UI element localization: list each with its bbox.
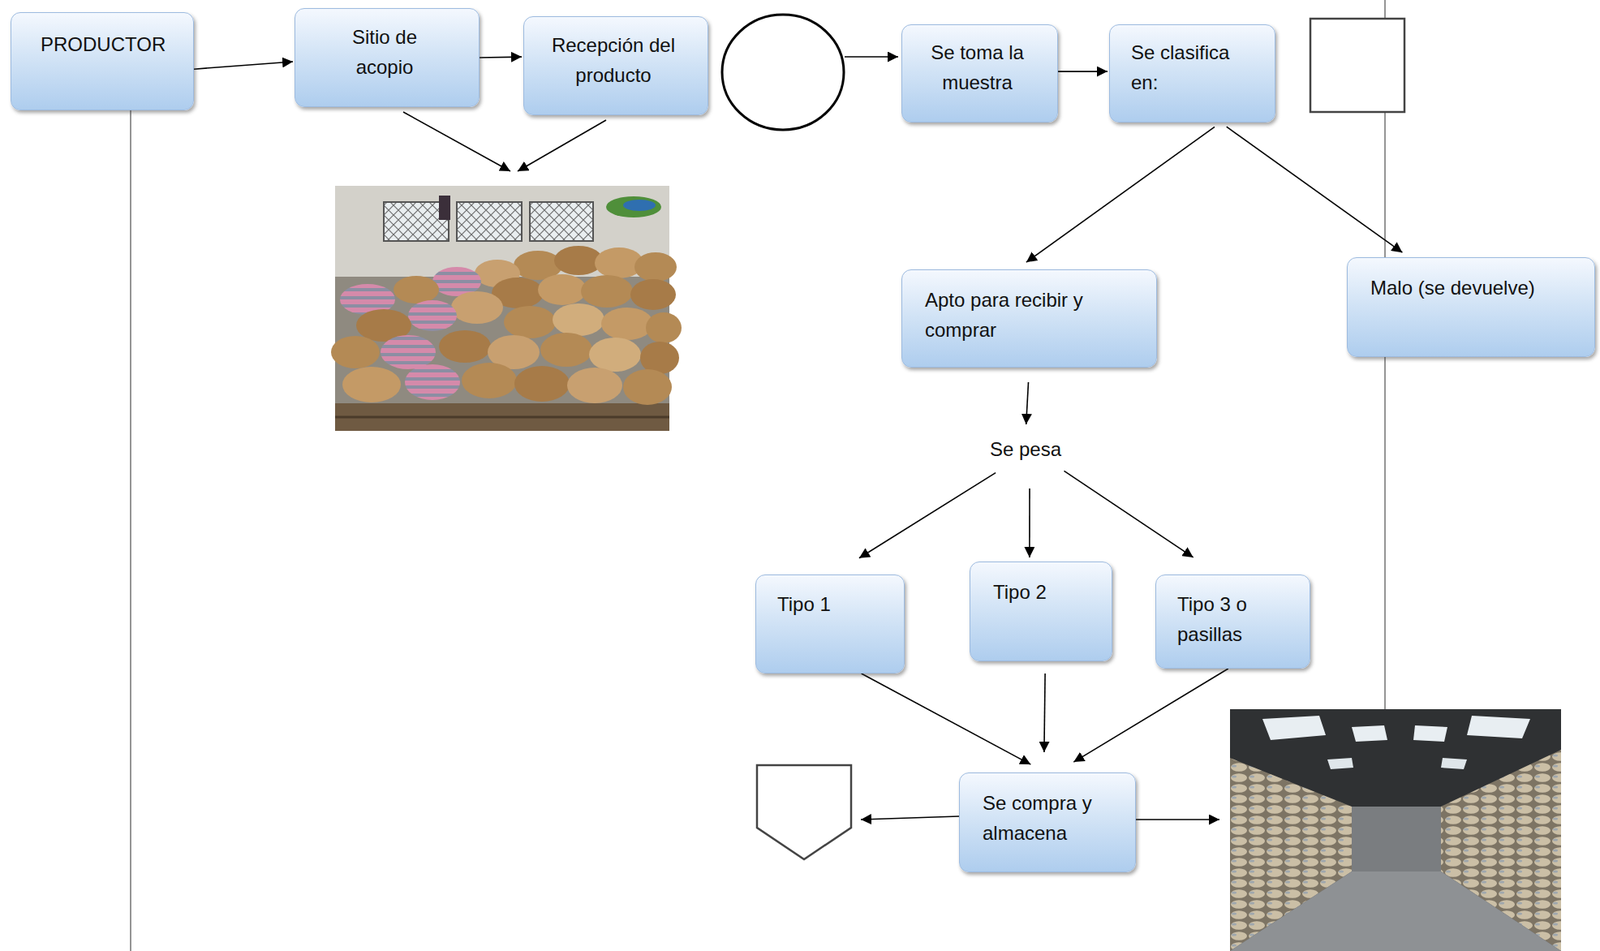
connector-arrow xyxy=(193,61,293,69)
connector-arrow xyxy=(1064,470,1194,558)
lane-line xyxy=(1384,0,1386,19)
connector-arrow xyxy=(1028,488,1031,558)
lane-line xyxy=(1384,111,1386,710)
warehouse-photo xyxy=(1230,709,1562,951)
square-symbol xyxy=(1310,18,1405,112)
connector-arrow xyxy=(1044,673,1046,753)
process-box: PRODUCTOR xyxy=(10,12,194,111)
node-text: Malo (se devuelve) xyxy=(1370,272,1582,303)
process-box: Tipo 1 xyxy=(755,574,905,674)
node-text: Tipo 2 xyxy=(993,576,1099,607)
process-box: Sitio de acopio xyxy=(294,8,480,108)
process-box: Se clasifica en: xyxy=(1109,24,1276,123)
process-box: Tipo 3 o pasillas xyxy=(1155,574,1311,669)
node-text: Sitio de acopio xyxy=(335,21,434,82)
connector-arrow xyxy=(861,673,1032,765)
node-text: Recepción del producto xyxy=(532,30,695,91)
connector-arrow xyxy=(1026,126,1215,263)
flow-arrow xyxy=(403,111,511,172)
connector-arrow xyxy=(859,473,996,559)
process-box: Tipo 2 xyxy=(969,561,1113,662)
flow-arrow xyxy=(1135,818,1220,821)
process-box: Apto para recibir y comprar xyxy=(901,269,1157,368)
node-text: Se clasifica en: xyxy=(1131,37,1253,98)
connector-arrow xyxy=(1026,382,1029,425)
process-box: Se toma la muestra xyxy=(901,24,1059,123)
flow-arrow xyxy=(844,55,899,58)
node-text: Se toma la muestra xyxy=(916,37,1039,98)
process-box: Se compra y almacena xyxy=(959,772,1136,873)
lane-line xyxy=(129,110,132,951)
connector-circle xyxy=(722,14,844,130)
node-text: PRODUCTOR xyxy=(40,29,181,60)
connector-arrow xyxy=(479,55,522,59)
node-text: Se compra y almacena xyxy=(982,787,1113,848)
step-text-node: Se pesa xyxy=(984,434,1067,465)
node-text: Tipo 3 o pasillas xyxy=(1177,589,1275,650)
node-text: Tipo 1 xyxy=(777,589,891,620)
node-text: Se pesa xyxy=(989,434,1062,465)
sacks-photo xyxy=(331,185,682,431)
process-box: Malo (se devuelve) xyxy=(1346,257,1596,357)
offpage-connector xyxy=(756,765,852,860)
connector-arrow xyxy=(1073,668,1229,762)
flow-arrow xyxy=(517,120,607,172)
process-box: Recepción del producto xyxy=(523,16,709,116)
connector-arrow xyxy=(1058,70,1108,73)
flow-arrow xyxy=(860,816,960,820)
node-text: Apto para recibir y comprar xyxy=(924,284,1136,345)
connector-arrow xyxy=(1226,126,1403,253)
